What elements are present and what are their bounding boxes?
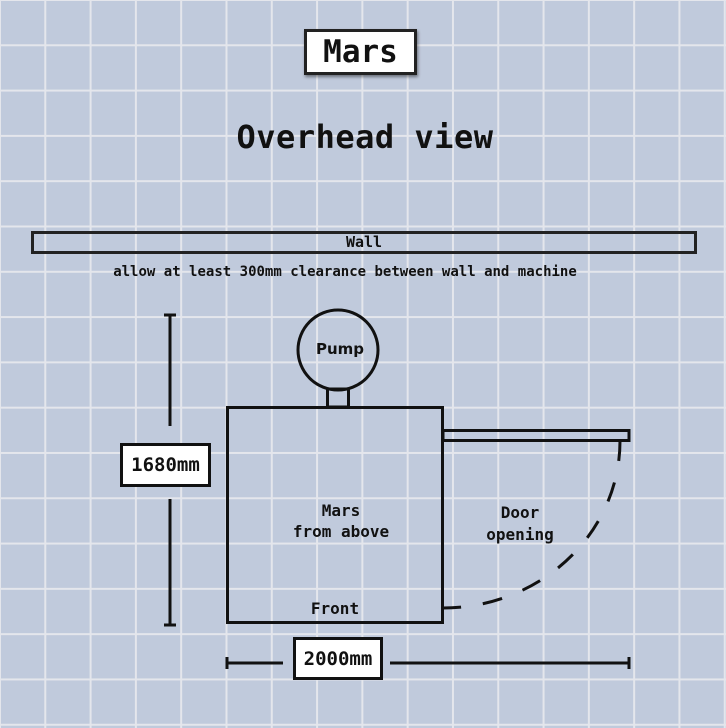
view-subtitle: Overhead view [236,118,494,156]
door-label-line2: opening [486,525,554,544]
machine-label-line2: from above [292,522,390,541]
page-title: Mars [323,34,398,70]
pump-connector [326,387,350,409]
wall-label: Wall [345,233,383,251]
door-opening-label: Door opening [470,502,570,546]
door-label-line1: Door [500,503,540,522]
wall-outline [31,231,697,254]
pump-label: Pump [315,340,365,358]
machine-label-line1: Mars [321,501,361,520]
door-panel [441,429,631,442]
depth-dimension-label: 1680mm [120,443,211,487]
title-box: Mars [304,29,417,75]
machine-label: Mars from above [227,500,455,542]
depth-dimension-value: 1680mm [131,454,200,476]
machine-outline [226,406,444,624]
width-dimension-value: 2000mm [303,647,373,670]
clearance-note: allow at least 300mm clearance between w… [113,264,577,280]
width-dimension-label: 2000mm [293,637,383,680]
door-swing-arc [442,440,622,610]
front-label: Front [310,599,360,618]
